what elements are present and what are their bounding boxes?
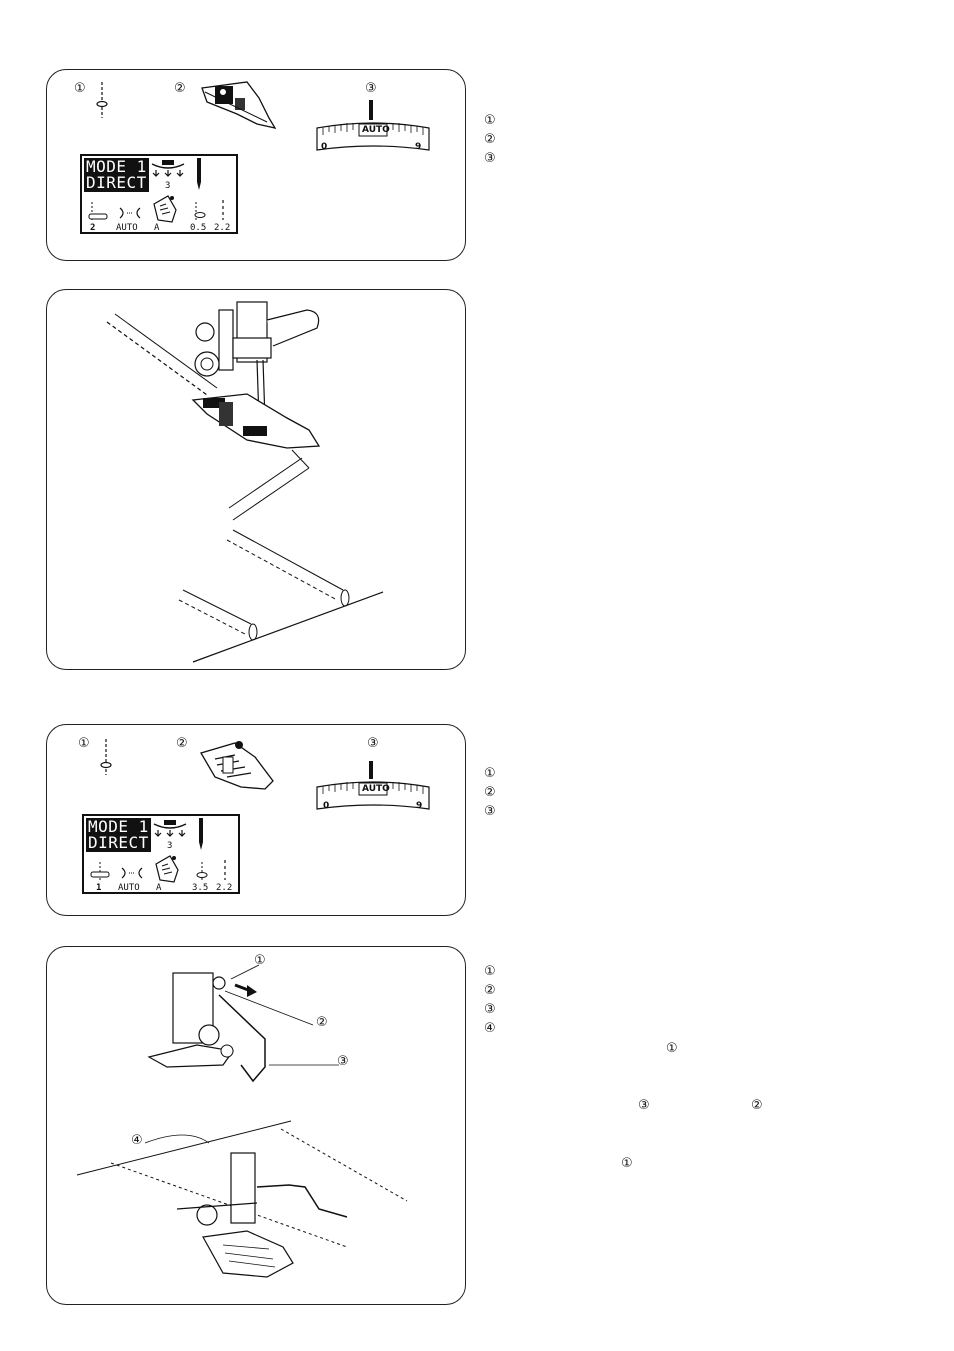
lcd-mode-label: MODE 1 DIRECT [84, 158, 149, 192]
legend-item-1: ① [484, 113, 496, 128]
feed-dog-icon [119, 207, 141, 219]
marker-3: ③ [365, 81, 377, 96]
presser-pressure-icon [151, 160, 185, 177]
lcd-mode-line1: MODE 1 [86, 157, 147, 176]
needle-position-icon [96, 82, 108, 118]
lcd-width-value: 3.5 [192, 883, 209, 893]
lcd-tension-value: 2 [90, 223, 96, 233]
figure-panel-2 [46, 289, 466, 670]
legend-list-1: ① ② ③ [484, 111, 496, 168]
blind-hem-foot-icon [201, 81, 277, 129]
tension-icon [90, 862, 110, 880]
legend-list-4: ① ② ③ ④ [484, 962, 496, 1038]
needle-icon [197, 158, 201, 190]
foot-icon [153, 195, 177, 223]
lcd-pressure-value: 3 [165, 181, 171, 191]
figure-panel-3: ① ② ③ AUTO 0 9 MODE 1 DIRECT [46, 724, 466, 916]
legend-item-1: ① [484, 766, 496, 781]
dial-max-label: 9 [415, 142, 422, 152]
presser-pressure-icon [153, 820, 187, 837]
lcd-mode-line2: DIRECT [86, 173, 147, 192]
length-icon [222, 200, 224, 220]
callout-marker-3: ③ [337, 1054, 349, 1069]
lcd-screen: MODE 1 DIRECT 3 2 AUTO A [80, 154, 238, 234]
legend-item-2: ② [484, 983, 496, 998]
lcd-width-value: 0.5 [190, 223, 207, 233]
tension-icon [88, 202, 108, 220]
legend-item-2: ② [484, 785, 496, 800]
lcd-screen: MODE 1 DIRECT 3 1 AUTO A [82, 814, 240, 894]
lcd-feed-value: AUTO [118, 883, 140, 893]
figure-panel-1: ① ② ③ AUTO 0 9 MODE 1 DIRECT [46, 69, 466, 261]
marker-1: ① [78, 736, 90, 751]
marker-2: ② [174, 81, 186, 96]
lcd-length-value: 2.2 [216, 883, 233, 893]
pressure-dial-icon [316, 100, 430, 151]
width-icon [196, 862, 208, 880]
feed-dog-icon [121, 867, 143, 879]
text-ref-3: ③ [638, 1098, 650, 1113]
legend-item-2: ② [484, 132, 496, 147]
zigzag-foot-icon [200, 741, 274, 790]
legend-list-3: ① ② ③ [484, 764, 496, 821]
dial-min-label: 0 [323, 801, 330, 811]
needle-icon [199, 818, 203, 850]
length-icon [224, 860, 226, 880]
sewing-foot-illustration [106, 301, 384, 663]
dial-auto-label: AUTO [362, 784, 390, 794]
lcd-feed-value: AUTO [116, 223, 138, 233]
figure-panel-4: ① ② ③ ④ [46, 946, 466, 1305]
marker-3: ③ [367, 736, 379, 751]
marker-2: ② [176, 736, 188, 751]
dial-max-label: 9 [416, 801, 423, 811]
text-ref-1: ① [666, 1041, 678, 1056]
callout-marker-1: ① [254, 953, 266, 968]
needle-position-icon [100, 739, 112, 775]
text-ref-1b: ① [621, 1156, 633, 1171]
callout-marker-2: ② [316, 1015, 328, 1030]
lcd-foot-value: A [154, 223, 160, 233]
callout-marker-4: ④ [131, 1133, 143, 1148]
marker-1: ① [74, 81, 86, 96]
lcd-length-value: 2.2 [214, 223, 231, 233]
legend-item-3: ③ [484, 1002, 496, 1017]
quilting-guide-illustration [76, 964, 408, 1278]
lcd-foot-value: A [156, 883, 162, 893]
lcd-pressure-value: 3 [167, 841, 173, 851]
lcd-tension-value: 1 [96, 883, 102, 893]
lcd-mode-line2: DIRECT [88, 833, 149, 852]
legend-item-3: ③ [484, 151, 496, 166]
foot-icon [155, 855, 179, 883]
dial-min-label: 0 [321, 142, 328, 152]
lcd-mode-line1: MODE 1 [88, 817, 149, 836]
width-icon [194, 202, 206, 220]
legend-item-3: ③ [484, 804, 496, 819]
legend-item-4: ④ [484, 1021, 496, 1036]
lcd-mode-label: MODE 1 DIRECT [86, 818, 151, 852]
pressure-dial-icon [316, 761, 430, 810]
text-ref-2: ② [751, 1098, 763, 1113]
legend-item-1: ① [484, 964, 496, 979]
dial-auto-label: AUTO [362, 125, 390, 135]
